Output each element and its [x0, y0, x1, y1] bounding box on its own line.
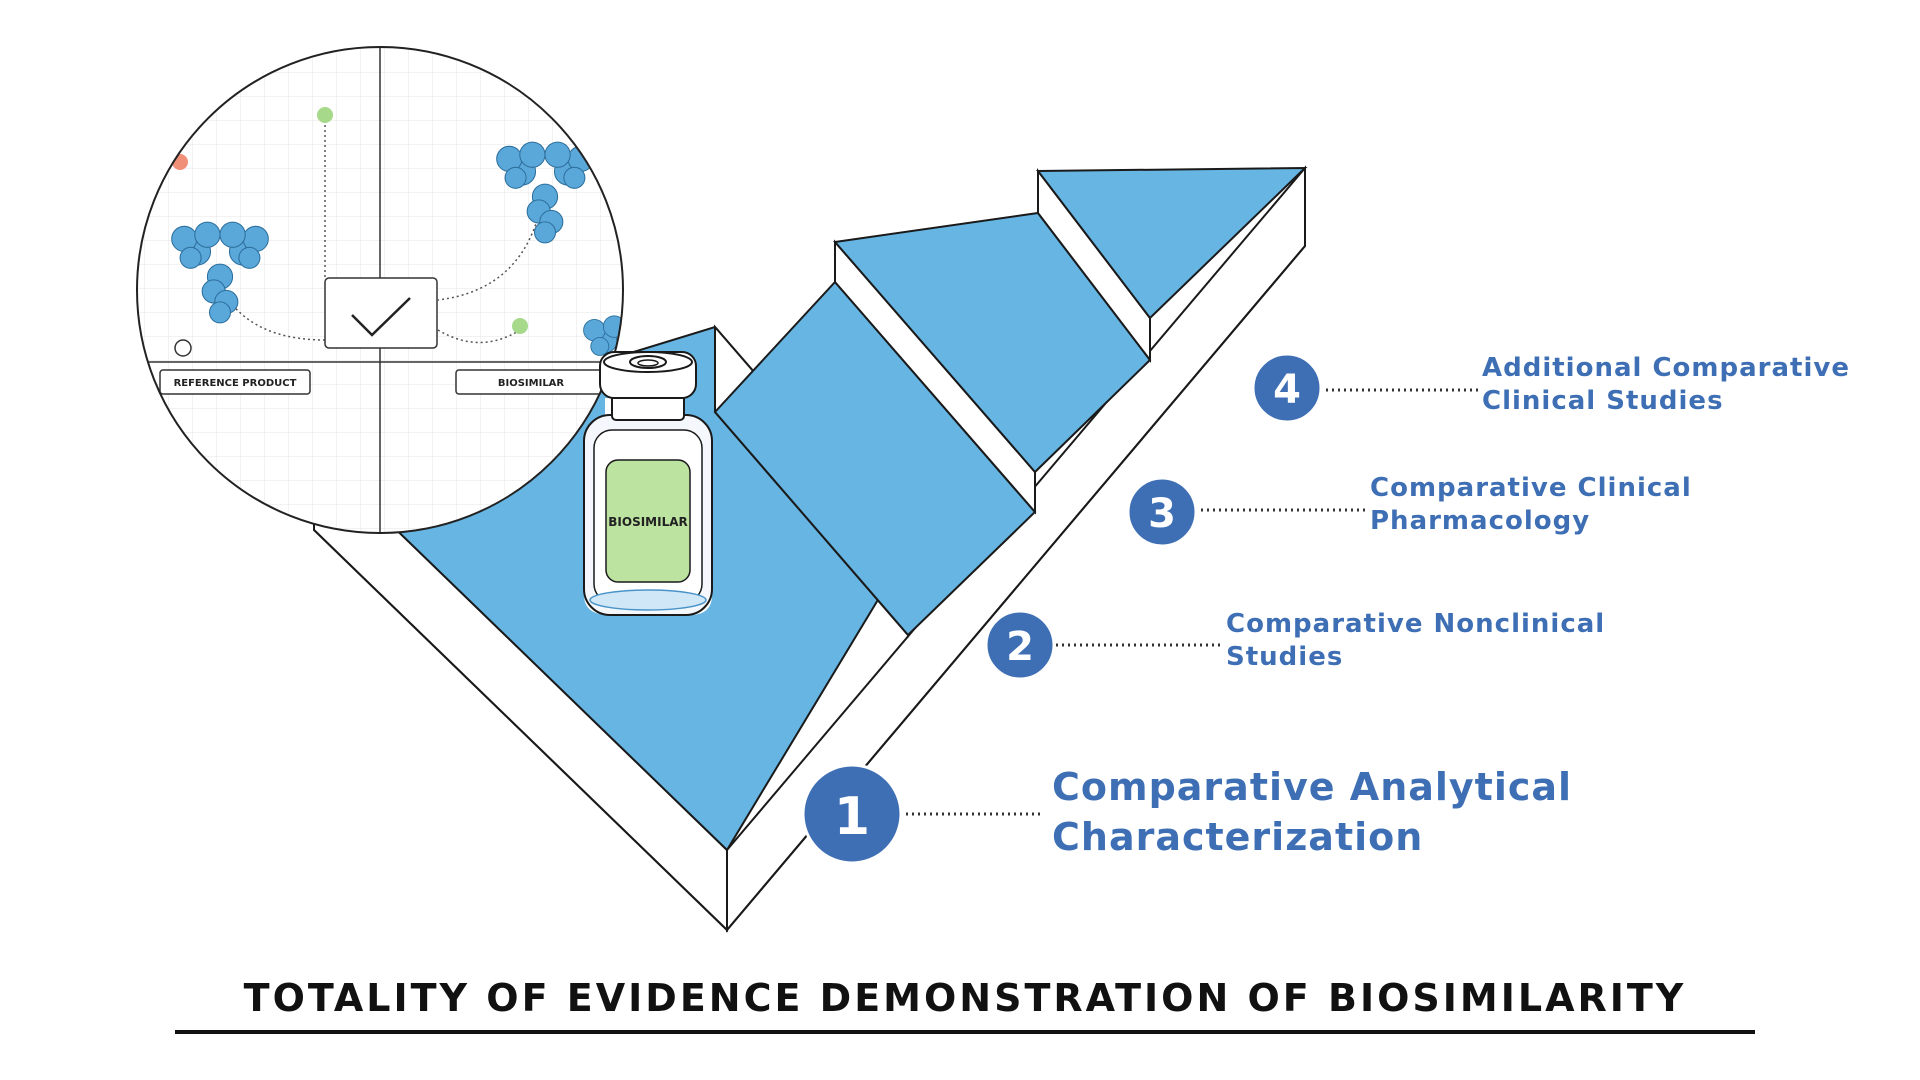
- step-label-1-line-1: Comparative Analytical: [1052, 765, 1573, 809]
- green-dot-icon: [512, 318, 528, 334]
- step-label-2-line-1: Comparative Nonclinical: [1226, 609, 1606, 639]
- svg-text:REFERENCE PRODUCT: REFERENCE PRODUCT: [174, 378, 297, 389]
- step-label-3-line-2: Pharmacology: [1370, 506, 1591, 536]
- step-label-2-line-2: Studies: [1226, 642, 1344, 672]
- checkmark-icon: [351, 297, 411, 337]
- connectors: [900, 388, 1478, 816]
- step-label-3-line-1: Comparative Clinical: [1370, 473, 1692, 503]
- green-dot-icon: [317, 107, 333, 123]
- empty-dot-icon: [174, 339, 192, 357]
- svg-text:3: 3: [1148, 491, 1176, 537]
- step-label-2: Comparative Nonclinical Studies: [1226, 608, 1605, 674]
- svg-text:1: 1: [834, 787, 870, 847]
- step-badge-4: 4: [1251, 352, 1323, 424]
- step-badge-3: 3: [1126, 476, 1198, 548]
- checkmark-box: [324, 277, 438, 349]
- step-4-top: [1035, 166, 1308, 320]
- step-label-3: Comparative Clinical Pharmacology: [1370, 472, 1692, 538]
- svg-text:2: 2: [1006, 624, 1034, 670]
- step-label-1: Comparative Analytical Characterization: [1052, 762, 1572, 862]
- step-label-4-line-1: Additional Comparative: [1482, 353, 1850, 383]
- page-title: TOTALITY OF EVIDENCE DEMONSTRATION OF BI…: [243, 976, 1687, 1020]
- step-badge-2: 2: [984, 609, 1056, 681]
- title-underline: [175, 1030, 1755, 1034]
- step-label-1-line-2: Characterization: [1052, 815, 1424, 859]
- svg-text:BIOSIMILAR: BIOSIMILAR: [498, 378, 565, 389]
- svg-text:4: 4: [1273, 367, 1301, 413]
- vial-label: [605, 459, 691, 583]
- step-badge-1: 1: [801, 763, 903, 865]
- biosimilar-tag: BIOSIMILAR: [455, 369, 607, 395]
- biosimilar-vial: BIOSIMILAR: [583, 351, 713, 616]
- comparison-inset: REFERENCE PRODUCT BIOSIMILAR: [136, 46, 624, 534]
- step-label-4: Additional Comparative Clinical Studies: [1482, 352, 1850, 418]
- reference-product-tag: REFERENCE PRODUCT: [159, 369, 311, 395]
- step-label-4-line-2: Clinical Studies: [1482, 386, 1724, 416]
- svg-text:BIOSIMILAR: BIOSIMILAR: [608, 515, 688, 529]
